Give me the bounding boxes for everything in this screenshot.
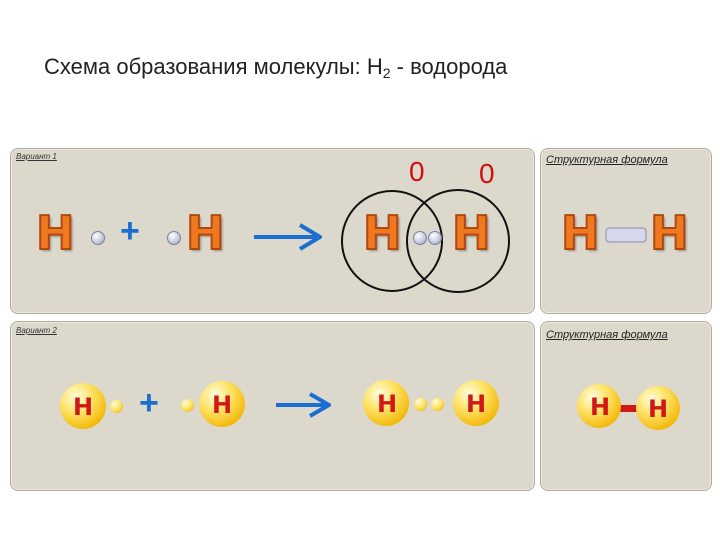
electron-dot [167,231,181,245]
hydrogen-ball-left [60,383,106,429]
plus-icon: + [139,384,159,422]
molecule-ball-left [363,380,409,426]
electron-dot [414,398,427,411]
arrow-right-icon [276,392,331,418]
hydrogen-letter: H [590,393,611,421]
hydrogen-letter: H [73,393,94,421]
structural-atom-right: Н [649,206,689,260]
hydrogen-ball-right [199,381,245,427]
structural-formula-label: Структурная формула [546,154,668,166]
electron-dot [91,231,105,245]
structural-formula-label: Структурная формула [546,329,668,341]
hydrogen-atom-left: Н [35,206,75,260]
bond-bar [605,227,647,243]
molecule-atom-right: Н [451,206,491,260]
molecule-atom-left: Н [362,206,402,260]
arrow-right-icon [254,223,322,251]
structural-ball-left [577,384,621,428]
bond-bar [615,405,641,412]
hydrogen-letter: H [648,395,669,423]
structural-ball-right [636,386,680,430]
hydrogen-atom-right: Н [185,206,225,260]
structural-atom-left: Н [560,206,600,260]
variant1-label: Вариант 1 [16,152,57,161]
oxidation-state-left: 0 [409,156,425,187]
electron-dot [428,231,442,245]
molecule-ball-right [453,380,499,426]
hydrogen-letter: H [377,390,398,418]
page-title: Схема образования молекулы: Н2 - водород… [44,54,508,81]
electron-dot [181,399,194,412]
hydrogen-letter: H [212,391,233,419]
orbit-circle-left [341,190,443,292]
electron-dot [431,398,444,411]
orbit-circle-right [406,189,510,293]
variant2-label: Вариант 2 [16,326,57,335]
plus-icon: + [120,212,140,250]
electron-dot [413,231,427,245]
electron-dot [110,400,123,413]
hydrogen-letter: H [466,390,487,418]
oxidation-state-right: 0 [479,158,495,189]
